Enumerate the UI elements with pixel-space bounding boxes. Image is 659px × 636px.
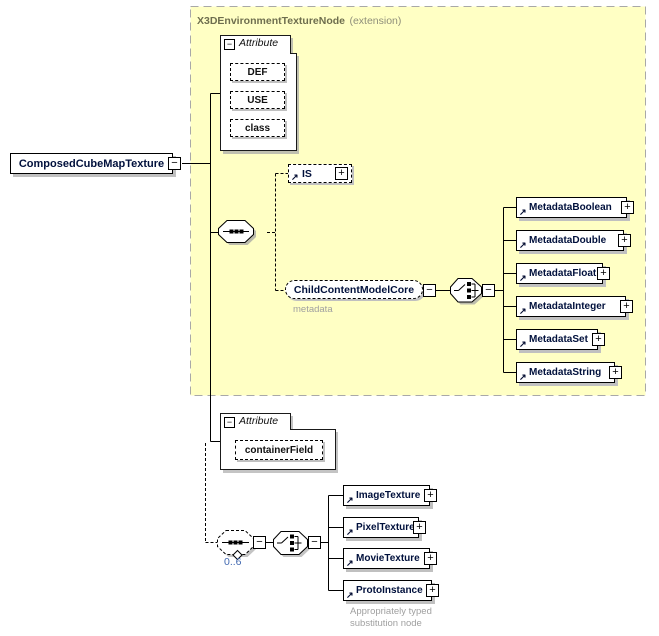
substitution-caption-line2: substitution node — [350, 618, 422, 629]
element-label: ComposedCubeMapTexture — [18, 157, 165, 170]
element-metadatainteger[interactable]: ↗ MetadataInteger — [516, 296, 626, 317]
expand-toggle-metadataset[interactable]: + — [592, 333, 605, 346]
element-label: MetadataDouble — [529, 235, 607, 246]
dashed-connectors — [205, 173, 288, 543]
element-label: MovieTexture — [356, 553, 420, 564]
substitution-caption-line1: Appropriately typed — [350, 606, 432, 617]
expand-toggle-is[interactable]: + — [335, 167, 348, 180]
expand-toggle-imagetexture[interactable]: + — [424, 489, 437, 502]
group-childcontentmodelcore[interactable]: ChildContentModelCore — [285, 280, 423, 299]
reference-arrow-icon: ↗ — [519, 339, 527, 349]
solid-connectors — [182, 93, 516, 591]
element-label: MetadataFloat — [529, 268, 597, 279]
substitution-caption: Appropriately typed substitution node — [350, 606, 432, 630]
expand-toggle-movietexture[interactable]: + — [424, 552, 437, 565]
expand-toggle-pixeltexture[interactable]: + — [413, 521, 426, 534]
attribute-def[interactable]: DEF — [230, 63, 285, 81]
element-label: IS — [302, 167, 312, 180]
element-label: ProtoInstance — [356, 585, 423, 596]
element-movietexture[interactable]: ↗ MovieTexture — [343, 548, 430, 569]
occurrence-label: 0..6 — [224, 556, 242, 568]
collapse-toggle-attr-top[interactable]: − — [224, 39, 235, 50]
element-label: MetadataInteger — [529, 301, 606, 312]
element-label: MetadataString — [529, 367, 602, 378]
reference-arrow-icon: ↗ — [519, 306, 527, 316]
extension-title: X3DEnvironmentTextureNode — [197, 15, 345, 27]
element-composedcubemaptexture[interactable]: ComposedCubeMapTexture — [10, 153, 173, 174]
element-imagetexture[interactable]: ↗ ImageTexture — [343, 485, 430, 506]
extension-header: X3DEnvironmentTextureNode (extension) — [197, 11, 401, 29]
element-label: MetadataBoolean — [529, 202, 612, 213]
attribute-label: class — [244, 122, 271, 134]
element-metadataboolean[interactable]: ↗ MetadataBoolean — [516, 197, 627, 218]
reference-arrow-icon: ↗ — [519, 207, 527, 217]
collapse-toggle-childcontent[interactable]: − — [423, 284, 436, 297]
expand-toggle-metadatafloat[interactable]: + — [597, 267, 610, 280]
reference-arrow-icon: ↗ — [519, 273, 527, 283]
reference-arrow-icon: ↗ — [291, 172, 299, 182]
collapse-toggle-sequence-bottom[interactable]: − — [253, 536, 266, 549]
reference-arrow-icon: ↗ — [346, 527, 354, 537]
reference-arrow-icon: ↗ — [346, 558, 354, 568]
element-label: MetadataSet — [529, 334, 588, 345]
element-pixeltexture[interactable]: ↗ PixelTexture — [343, 517, 419, 538]
collapse-toggle-choice-bottom[interactable]: − — [308, 536, 321, 549]
expand-toggle-metadatainteger[interactable]: + — [620, 300, 633, 313]
attribute-class[interactable]: class — [230, 119, 285, 137]
element-label: ImageTexture — [356, 490, 421, 501]
expand-toggle-metadatastring[interactable]: + — [609, 366, 622, 379]
attribute-label: USE — [247, 94, 268, 106]
element-metadatastring[interactable]: ↗ MetadataString — [516, 362, 615, 383]
choice-icon-bottom[interactable] — [273, 531, 311, 558]
element-metadatadouble[interactable]: ↗ MetadataDouble — [516, 230, 624, 251]
reference-arrow-icon: ↗ — [346, 495, 354, 505]
sequence-icon-optional[interactable] — [217, 530, 257, 561]
group-label: ChildContentModelCore — [293, 283, 415, 296]
extension-suffix: (extension) — [349, 15, 402, 27]
element-label: PixelTexture — [356, 522, 415, 533]
attribute-label: containerField — [244, 444, 314, 456]
expand-toggle-protoinstance[interactable]: + — [426, 584, 439, 597]
collapse-toggle-root[interactable]: − — [168, 157, 181, 170]
choice-icon[interactable] — [450, 278, 485, 305]
reference-arrow-icon: ↗ — [519, 240, 527, 250]
childcontent-annotation: metadata — [293, 304, 333, 315]
sequence-icon[interactable] — [218, 220, 257, 246]
element-metadataset[interactable]: ↗ MetadataSet — [516, 329, 598, 350]
attribute-use[interactable]: USE — [230, 91, 285, 109]
attribute-group-bottom-label: Attribute — [239, 415, 279, 427]
element-protoinstance[interactable]: ↗ ProtoInstance — [343, 580, 432, 601]
element-metadatafloat[interactable]: ↗ MetadataFloat — [516, 263, 603, 284]
expand-toggle-metadataboolean[interactable]: + — [621, 201, 634, 214]
attribute-group-top-label: Attribute — [239, 37, 279, 49]
collapse-toggle-choice-top[interactable]: − — [482, 284, 495, 297]
collapse-toggle-attr-bottom[interactable]: − — [224, 417, 235, 428]
attribute-containerfield[interactable]: containerField — [235, 440, 323, 460]
expand-toggle-metadatadouble[interactable]: + — [618, 234, 631, 247]
reference-arrow-icon: ↗ — [519, 372, 527, 382]
reference-arrow-icon: ↗ — [346, 590, 354, 600]
attribute-label: DEF — [247, 66, 268, 78]
